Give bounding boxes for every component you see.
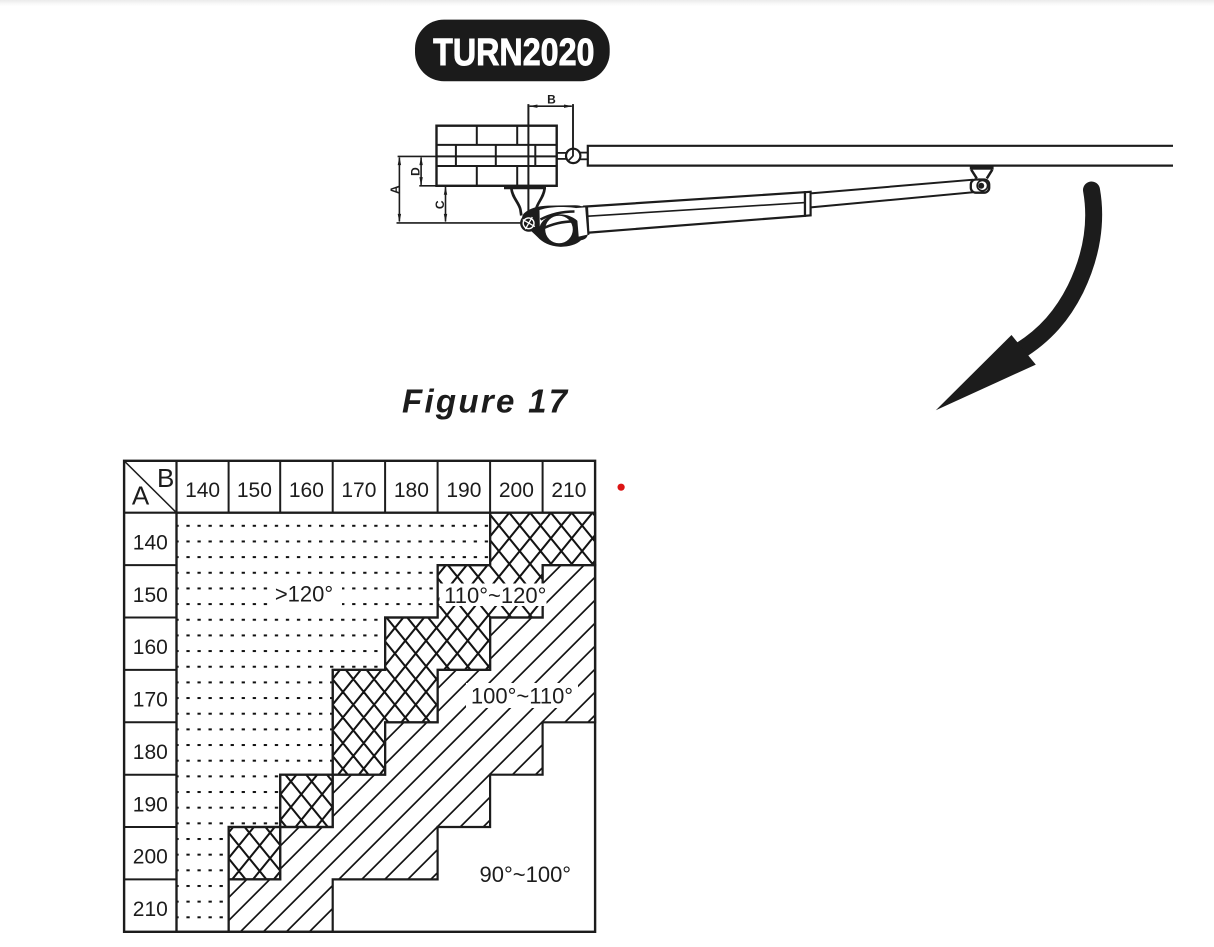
- svg-text:150: 150: [133, 584, 168, 607]
- svg-text:B: B: [157, 463, 174, 493]
- svg-text:B: B: [547, 92, 556, 106]
- svg-text:170: 170: [341, 479, 376, 502]
- svg-text:140: 140: [185, 479, 220, 502]
- svg-text:160: 160: [289, 479, 324, 502]
- svg-text:90°~100°: 90°~100°: [479, 862, 571, 887]
- svg-text:110°~120°: 110°~120°: [444, 583, 546, 608]
- svg-text:D: D: [409, 167, 423, 176]
- svg-text:180: 180: [133, 741, 168, 764]
- svg-text:>120°: >120°: [275, 582, 333, 607]
- svg-text:210: 210: [551, 479, 586, 502]
- svg-text:A: A: [388, 185, 402, 194]
- svg-text:160: 160: [133, 636, 168, 659]
- svg-text:190: 190: [133, 793, 168, 816]
- svg-text:150: 150: [237, 479, 272, 502]
- svg-text:190: 190: [446, 479, 481, 502]
- svg-text:A: A: [132, 480, 150, 510]
- svg-text:210: 210: [133, 898, 168, 921]
- svg-text:Figure 17: Figure 17: [402, 382, 569, 419]
- svg-text:200: 200: [133, 846, 168, 869]
- svg-text:140: 140: [133, 531, 168, 554]
- svg-text:TURN2020: TURN2020: [433, 30, 594, 73]
- svg-text:180: 180: [394, 479, 429, 502]
- svg-text:170: 170: [133, 689, 168, 712]
- svg-text:100°~110°: 100°~110°: [471, 683, 573, 708]
- svg-text:C: C: [433, 200, 447, 209]
- svg-text:200: 200: [499, 479, 534, 502]
